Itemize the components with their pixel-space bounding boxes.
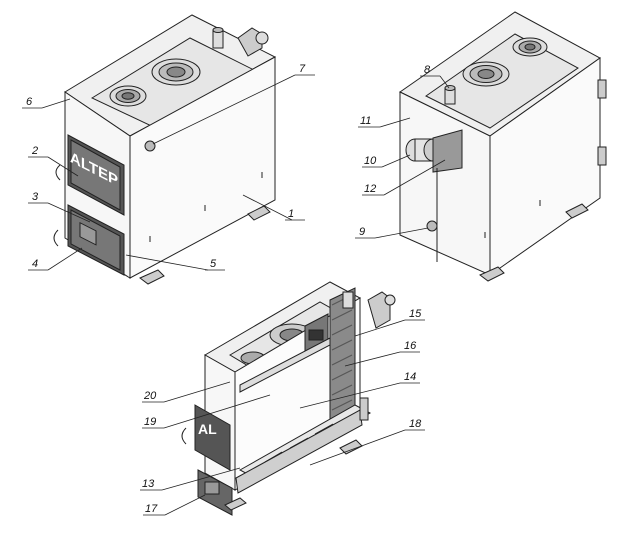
callout-8: 8 <box>424 64 431 76</box>
callout-6: 6 <box>26 96 33 108</box>
callout-13: 13 <box>142 478 155 490</box>
callout-9: 9 <box>359 226 365 238</box>
flue-pipe <box>212 27 224 49</box>
callout-16: 16 <box>404 340 417 352</box>
boiler-front-view: ALTEP <box>53 14 277 285</box>
callout-2: 2 <box>31 145 38 157</box>
foot <box>247 205 271 221</box>
cutaway-rear-fitting <box>367 291 396 329</box>
cutaway-door: AL <box>181 404 231 471</box>
callout-1: 1 <box>288 208 294 220</box>
callout-4: 4 <box>32 258 38 270</box>
callout-7: 7 <box>299 63 306 75</box>
boiler-rear-view <box>399 11 607 282</box>
loading-door: ALTEP <box>55 134 125 216</box>
callout-11: 11 <box>360 115 371 127</box>
boiler-side-face <box>129 56 276 279</box>
callout-10: 10 <box>364 155 377 167</box>
ash-tray <box>235 409 363 494</box>
callout-14: 14 <box>404 371 416 383</box>
rear-burner-large <box>462 61 510 87</box>
callout-18: 18 <box>409 418 422 430</box>
callout-17: 17 <box>145 503 158 515</box>
cutaway-ash-door <box>197 469 233 516</box>
baffle <box>239 337 331 393</box>
boiler-cutaway-view: AL <box>181 281 396 516</box>
callout-3: 3 <box>32 191 39 203</box>
brand-logo-cut: AL <box>198 421 217 437</box>
callout-15: 15 <box>409 308 422 320</box>
side-tube <box>359 397 369 421</box>
rear-fitting <box>237 27 269 57</box>
callout-20: 20 <box>143 390 157 402</box>
foot <box>139 269 165 285</box>
thermometer-gauge <box>144 140 156 152</box>
rear-side-face <box>489 57 601 276</box>
callout-12: 12 <box>364 183 376 195</box>
rear-burner-small <box>512 37 548 57</box>
return-pipe <box>426 220 438 232</box>
ash-door <box>53 204 125 276</box>
burner-large <box>151 58 201 86</box>
callout-labels: 1 2 3 4 5 6 7 8 9 10 <box>22 63 450 516</box>
callout-19: 19 <box>144 416 156 428</box>
burner-small <box>109 85 147 107</box>
callout-5: 5 <box>210 258 217 270</box>
draft-regulator <box>432 129 463 173</box>
